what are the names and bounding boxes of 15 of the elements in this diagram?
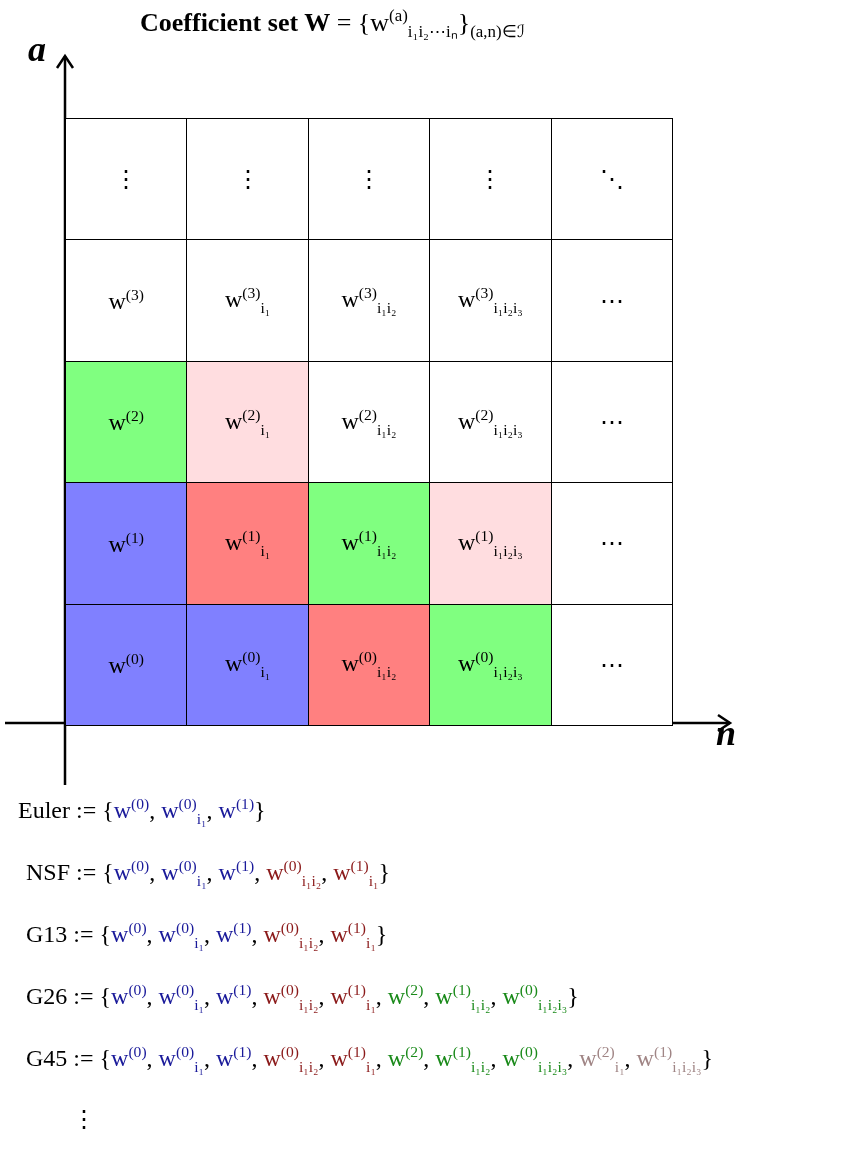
coefficient-cell: ⋯ <box>550 603 673 726</box>
equation: G13 := {w$^{(0)}$, w$^{(0)}$$_{i₁}$, w$^{(1)}$, w$^{(0)}$$_{i₁i₂}$, w$^{(1)}$$_{i₁}$} <box>26 919 388 952</box>
equation: G45 := {w$^{(0)}$, w$^{(0)}$$_{i₁}$, w$^{(1)}$, w$^{(0)}$$_{i₁i₂}$, w$^{(1)}$$_{i₁}$, w$^{(2)}$, w$^{(1)}$$_{i₁i₂}$, w$^{(0)}$$_{i₁i₂i₃}$, w$^{(2)}$$_{i₁}$, w$^{(1)}$$_{i₁i₂i₃}$} <box>26 1043 713 1076</box>
title: Coefficient set W = {w$^{(a)}$$_{i₁i₂⋯iₙ}$}$_{(a,n)∈ℐ}$ <box>140 6 525 42</box>
axis-label: a <box>28 28 46 70</box>
coefficient-cell: w$^{(1)}$ <box>65 482 188 605</box>
axis-label: n <box>716 712 737 754</box>
equation: Euler := {w$^{(0)}$, w$^{(0)}$$_{i₁}$, w$^{(1)}$} <box>18 795 266 828</box>
coefficient-cell: w$^{(2)}$ <box>65 360 188 484</box>
equation: G26 := {w$^{(0)}$, w$^{(0)}$$_{i₁}$, w$^{(1)}$, w$^{(0)}$$_{i₁i₂}$, w$^{(1)}$$_{i₁}$, w$^{(2)}$, w$^{(1)}$$_{i₁i₂}$, w$^{(0)}$$_{i₁i₂i₃}$} <box>26 981 579 1014</box>
equation: NSF := {w$^{(0)}$, w$^{(0)}$$_{i₁}$, w$^{(1)}$, w$^{(0)}$$_{i₁i₂}$, w$^{(1)}$$_{i₁}$} <box>26 857 391 890</box>
coefficient-cell: w$^{(0)}$ <box>65 603 188 726</box>
ellipsis: ⋮ <box>72 1105 96 1133</box>
coefficient-cell: ⋱ <box>550 118 673 241</box>
coefficient-cell: ⋮ <box>65 118 188 241</box>
